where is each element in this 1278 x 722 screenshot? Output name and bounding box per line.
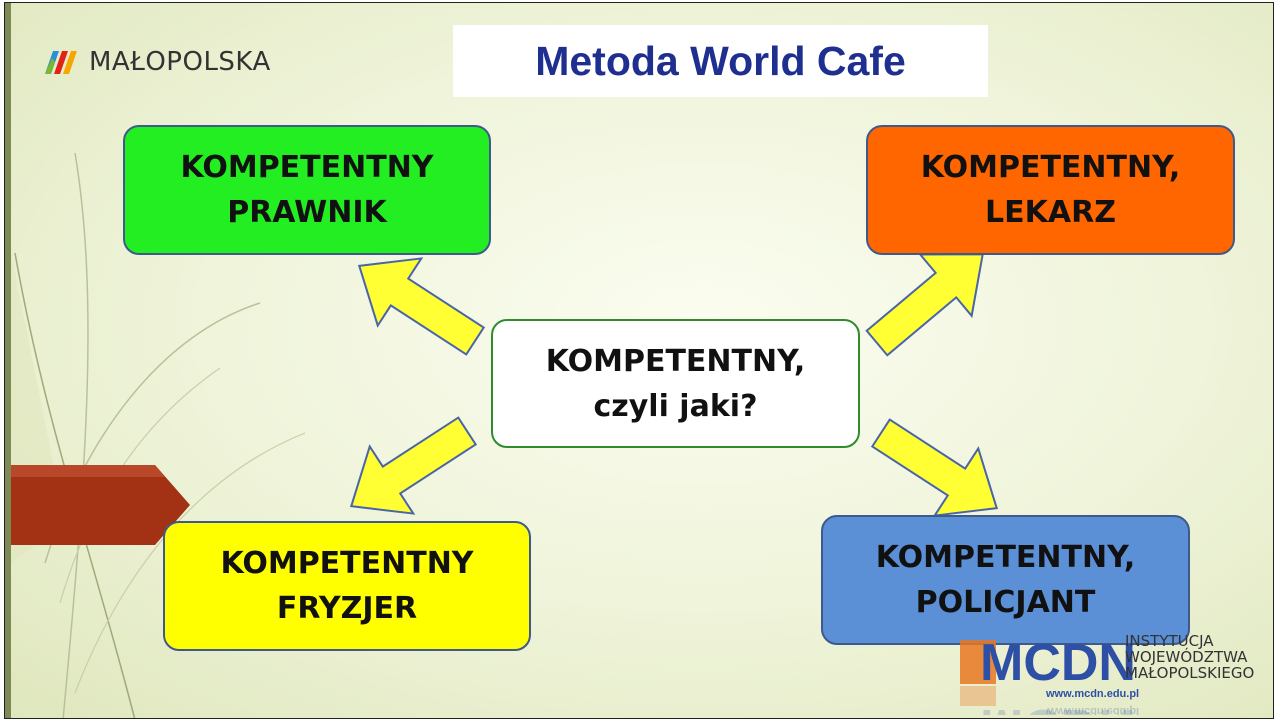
logo-text: MAŁOPOLSKA: [89, 47, 271, 77]
mcdn-logo: MCDN MCDN www.mcdn.edu.pl www.mcdn.edu.p…: [960, 634, 1139, 715]
box-prawnik-line2: PRAWNIK: [227, 195, 387, 230]
mcdn-url-reflection: www.mcdn.edu.pl: [1045, 705, 1139, 715]
arrows-layer: [349, 253, 999, 517]
title-box: Metoda World Cafe: [453, 25, 988, 97]
box-lekarz: KOMPETENTNY, LEKARZ: [866, 125, 1235, 255]
box-fryzjer-line1: KOMPETENTNY: [220, 546, 474, 581]
mcdn-inst-line2: WOJEWÓDZTWA: [1125, 647, 1248, 666]
left-accent-bar: [5, 3, 11, 718]
box-fryzjer: KOMPETENTNY FRYZJER: [163, 521, 531, 651]
mcdn-inst-line3: MAŁOPOLSKIEGO: [1125, 663, 1255, 682]
mcdn-inst-line1: INSTYTUCJA: [1125, 632, 1214, 650]
mcdn-institution-text: INSTYTUCJA WOJEWÓDZTWA MAŁOPOLSKIEGO: [1125, 632, 1255, 682]
center-line2: czyli jaki?: [593, 388, 758, 424]
center-question-box: KOMPETENTNY, czyli jaki?: [491, 319, 860, 448]
box-prawnik: KOMPETENTNY PRAWNIK: [123, 125, 491, 255]
page-title: Metoda World Cafe: [535, 37, 906, 84]
box-lekarz-line2: LEKARZ: [985, 195, 1116, 230]
malopolska-mark-icon: [45, 51, 77, 74]
arrow-bottom-right: [870, 418, 999, 517]
mcdn-brand-reflection: MCDN: [980, 698, 1136, 715]
box-fryzjer-line2: FRYZJER: [276, 591, 418, 626]
mcdn-url: www.mcdn.edu.pl: [1045, 688, 1139, 700]
box-policjant-line1: KOMPETENTNY,: [875, 540, 1136, 575]
arrow-top-right: [865, 253, 984, 357]
box-policjant: KOMPETENTNY, POLICJANT: [821, 515, 1190, 645]
arrow-top-left: [357, 257, 486, 356]
center-line1: KOMPETENTNY,: [545, 343, 806, 379]
box-policjant-line2: POLICJANT: [915, 585, 1096, 620]
arrow-bottom-left: [349, 416, 478, 515]
malopolska-logo: MAŁOPOLSKA: [43, 47, 271, 77]
box-prawnik-line1: KOMPETENTNY: [180, 150, 434, 185]
box-lekarz-line1: KOMPETENTNY,: [920, 150, 1181, 185]
mcdn-brand-text: MCDN: [980, 634, 1136, 692]
